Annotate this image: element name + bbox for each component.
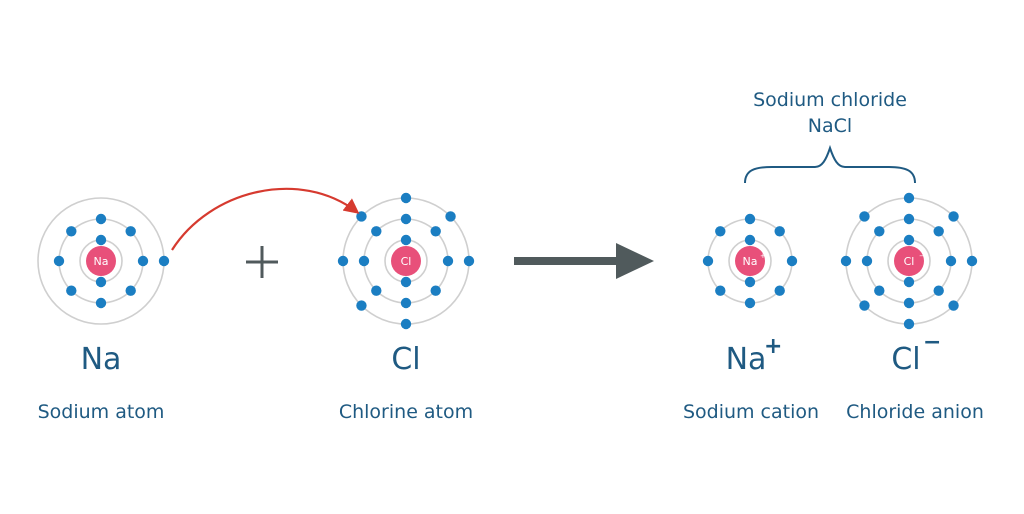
electron bbox=[715, 285, 726, 296]
electron bbox=[933, 285, 944, 296]
electron bbox=[744, 276, 756, 288]
na-ion-model: Na+ bbox=[702, 213, 798, 309]
electron bbox=[137, 255, 149, 267]
electron bbox=[358, 255, 370, 267]
electron bbox=[840, 255, 852, 267]
electron bbox=[125, 226, 136, 237]
electron bbox=[371, 285, 382, 296]
electron bbox=[95, 297, 107, 309]
nucleus-label: Cl bbox=[904, 255, 915, 268]
nucleus bbox=[735, 246, 765, 276]
electron bbox=[715, 226, 726, 237]
electron bbox=[125, 285, 136, 296]
electron bbox=[702, 255, 714, 267]
charge-na-ion: + bbox=[764, 334, 783, 359]
electron bbox=[430, 285, 441, 296]
symbol-na-ion: Na bbox=[725, 342, 767, 377]
cl-atom-model: Cl bbox=[337, 192, 475, 330]
electron bbox=[744, 234, 756, 246]
symbol-cl-atom: Cl bbox=[391, 342, 421, 377]
electron bbox=[744, 297, 756, 309]
electron bbox=[430, 226, 441, 237]
product-name: Sodium chloride bbox=[753, 89, 907, 111]
nucleus-label: Na bbox=[94, 255, 109, 268]
electron bbox=[400, 192, 412, 204]
plus-sign bbox=[246, 246, 278, 278]
nucleus bbox=[894, 246, 924, 276]
electron bbox=[445, 211, 456, 222]
electron bbox=[903, 234, 915, 246]
electron bbox=[66, 226, 77, 237]
electron bbox=[371, 226, 382, 237]
product-formula: NaCl bbox=[807, 115, 853, 137]
electron bbox=[903, 276, 915, 288]
electron bbox=[463, 255, 475, 267]
cl-ion-model: Cl− bbox=[840, 192, 978, 330]
nucleus-charge: − bbox=[919, 252, 925, 260]
electron bbox=[903, 318, 915, 330]
electron bbox=[948, 211, 959, 222]
product-title: Sodium chloride NaCl bbox=[753, 87, 907, 139]
name-cl-atom: Chlorine atom bbox=[338, 401, 474, 423]
electron bbox=[966, 255, 978, 267]
name-cl-ion: Chloride anion bbox=[846, 401, 984, 423]
electron bbox=[337, 255, 349, 267]
electron bbox=[948, 300, 959, 311]
electron bbox=[774, 285, 785, 296]
electron bbox=[874, 226, 885, 237]
electron bbox=[945, 255, 957, 267]
nucleus-label: Cl bbox=[401, 255, 412, 268]
electron bbox=[66, 285, 77, 296]
electron bbox=[356, 211, 367, 222]
electron-transfer-arrow bbox=[171, 187, 360, 251]
electron bbox=[53, 255, 65, 267]
charge-cl-ion: − bbox=[923, 330, 942, 355]
symbol-cl-ion: Cl bbox=[891, 342, 921, 377]
electron bbox=[933, 226, 944, 237]
electron bbox=[859, 300, 870, 311]
electron bbox=[874, 285, 885, 296]
electron bbox=[356, 300, 367, 311]
electron bbox=[400, 276, 412, 288]
nucleus-label: Na bbox=[743, 255, 758, 268]
electron bbox=[400, 234, 412, 246]
symbol-na-atom: Na bbox=[80, 342, 122, 377]
electron bbox=[95, 276, 107, 288]
electron bbox=[786, 255, 798, 267]
electron bbox=[95, 213, 107, 225]
nucleus bbox=[86, 246, 116, 276]
electron bbox=[859, 211, 870, 222]
nucleus bbox=[391, 246, 421, 276]
electron bbox=[774, 226, 785, 237]
electron bbox=[400, 297, 412, 309]
product-brace bbox=[744, 144, 916, 184]
electron bbox=[442, 255, 454, 267]
na-atom-model: Na bbox=[37, 197, 170, 325]
electron bbox=[744, 213, 756, 225]
electron bbox=[400, 213, 412, 225]
electron bbox=[903, 192, 915, 204]
electron bbox=[400, 318, 412, 330]
electron bbox=[95, 234, 107, 246]
electron bbox=[158, 255, 170, 267]
electron bbox=[861, 255, 873, 267]
name-na-ion: Sodium cation bbox=[682, 401, 820, 423]
name-na-atom: Sodium atom bbox=[37, 401, 165, 423]
electron bbox=[903, 213, 915, 225]
nucleus-charge: + bbox=[760, 252, 766, 260]
electron bbox=[903, 297, 915, 309]
reaction-arrow bbox=[514, 243, 654, 279]
